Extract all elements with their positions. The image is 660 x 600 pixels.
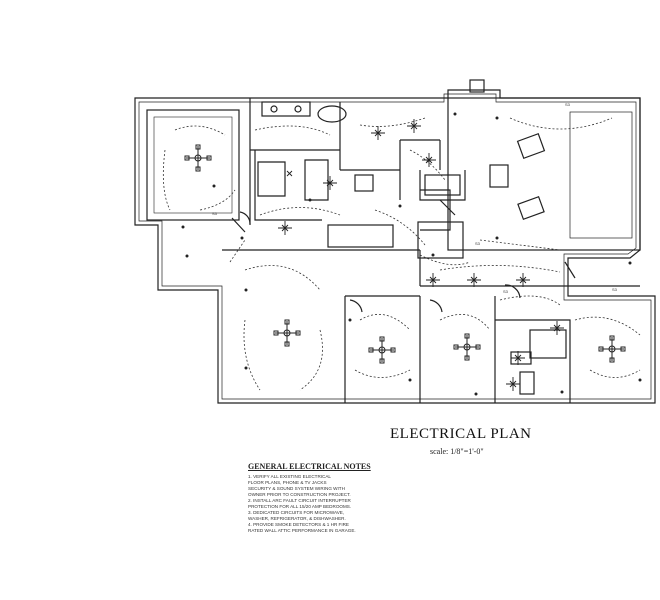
note-line: SECURITY & SOUND SYSTEM WIRING WITH — [248, 486, 345, 491]
exterior-wall-inner — [138, 93, 652, 400]
svg-text:S3: S3 — [612, 287, 618, 292]
note-line: 3. DEDICATED CIRCUITS FOR MICROWAVE, — [248, 510, 345, 515]
notes-list: 1. VERIFY ALL EXISTING ELECTRICAL FLOOR … — [248, 474, 398, 534]
kitchen-island — [327, 224, 394, 248]
note-line: FLOOR PLANS, PHONE & TV JACKS — [248, 480, 327, 485]
note-line: OWNER PRIOR TO CONSTRUCTION PROJECT. — [248, 492, 351, 497]
ceiling-fan-icon — [368, 336, 396, 364]
light-fixture-icon — [278, 119, 564, 391]
svg-text:S3: S3 — [565, 102, 571, 107]
plan-scale: scale: 1/8"=1'-0" — [430, 447, 484, 456]
notes-heading: GENERAL ELECTRICAL NOTES — [248, 462, 371, 471]
note-line: RATED WALL ATTIC PERFORMANCE IN GARAGE. — [248, 528, 356, 533]
svg-text:S3: S3 — [475, 241, 481, 246]
ceiling-fan-icon — [273, 319, 301, 347]
svg-text:S3: S3 — [212, 211, 218, 216]
note-line: 2. INSTALL ARC FAULT CIRCUIT INTERRUPTER — [248, 498, 351, 503]
interior-wall — [222, 98, 640, 403]
ceiling-fan-icon — [184, 144, 212, 172]
plan-title: ELECTRICAL PLAN — [390, 426, 532, 442]
interior-wall — [254, 150, 329, 221]
ceiling-fan-icon — [453, 333, 481, 361]
note-line: PROTECTION FOR ALL 15/20 AMP BEDROOMS. — [248, 504, 352, 509]
note-line: 4. PROVIDE SMOKE DETECTORS & 1 HR FIRE — [248, 522, 349, 527]
outlet-icon — [181, 112, 642, 396]
porch-room — [146, 109, 240, 221]
note-line: WASHER, REFRIGERATOR, & DISHWASHER. — [248, 516, 346, 521]
ceiling-fan-icon — [598, 335, 626, 363]
note-line: 1. VERIFY ALL EXISTING ELECTRICAL — [248, 474, 331, 479]
exterior-wall — [134, 89, 656, 404]
bathtub — [529, 329, 567, 359]
svg-text:S3: S3 — [503, 289, 509, 294]
garage-room — [447, 97, 641, 251]
door-swing — [231, 211, 251, 233]
